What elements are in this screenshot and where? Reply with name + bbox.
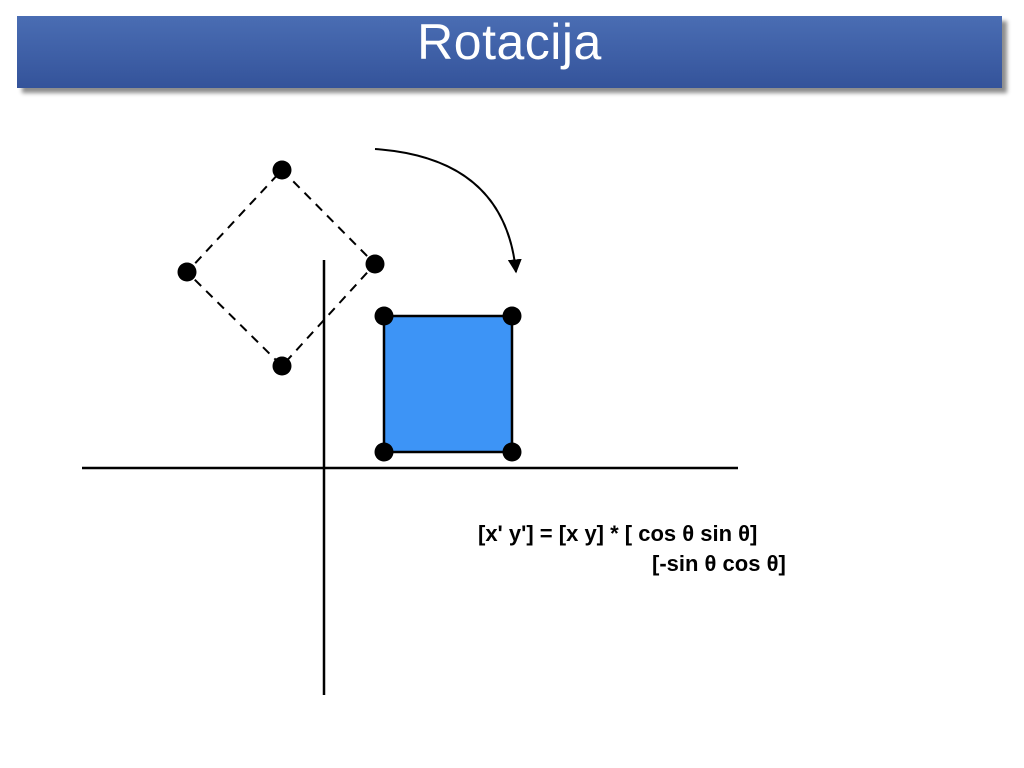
- rotated-blue-rectangle: [382, 314, 514, 454]
- title-bar: Rotacija: [17, 14, 1002, 88]
- diamond-vertex-bottom: [272, 356, 292, 376]
- diamond-vertex-right: [365, 254, 385, 274]
- diamond-vertex-top: [272, 160, 292, 180]
- rotation-formula-line-1: [x' y'] = [x y] * [ cos θ sin θ]: [478, 521, 758, 546]
- rectangle-vertex-top-left: [374, 306, 394, 326]
- diamond-vertex-left: [177, 262, 197, 282]
- rectangle-vertex-bottom-right: [502, 442, 522, 462]
- slide-title: Rotacija: [417, 14, 602, 70]
- rectangle-vertex-bottom-left: [374, 442, 394, 462]
- rotation-formula-line-2: [-sin θ cos θ]: [652, 551, 786, 576]
- rectangle-vertex-top-right: [502, 306, 522, 326]
- rotation-arrow: [374, 148, 522, 274]
- original-dashed-diamond: [185, 168, 377, 368]
